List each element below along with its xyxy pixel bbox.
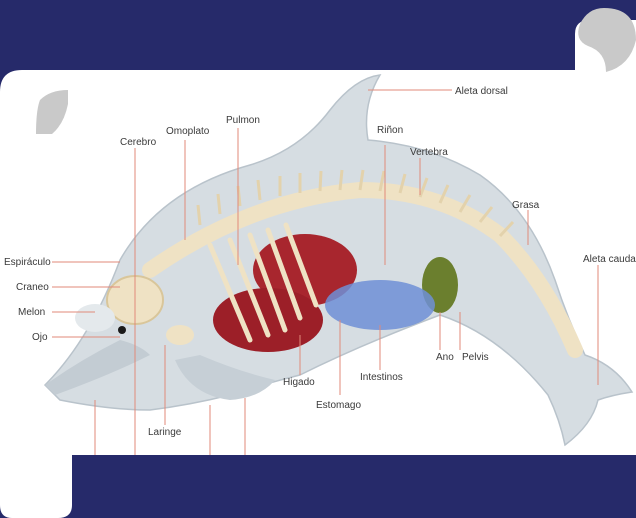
intestines xyxy=(325,280,435,330)
label-espiraculo: Espiráculo xyxy=(4,257,51,268)
label-higado: Higado xyxy=(283,377,315,388)
label-aleta-dorsal: Aleta dorsal xyxy=(455,86,508,97)
label-grasa: Grasa xyxy=(512,200,540,211)
label-ojo: Ojo xyxy=(32,332,48,343)
label-melon: Melon xyxy=(18,307,45,318)
melon xyxy=(75,304,115,332)
eye xyxy=(118,326,126,334)
label-intestinos: Intestinos xyxy=(360,372,403,383)
label-estomago: Estomago xyxy=(316,400,361,411)
larynx xyxy=(166,325,194,345)
label-vertebra: Vertebra xyxy=(410,147,448,158)
label-pelvis: Pelvis xyxy=(462,352,489,363)
label-omoplato: Omoplato xyxy=(166,126,210,137)
label-rinon: Riñon xyxy=(377,125,403,136)
label-craneo: Craneo xyxy=(16,282,49,293)
label-laringe: Laringe xyxy=(148,427,182,438)
label-cerebro: Cerebro xyxy=(120,137,157,148)
label-ano: Ano xyxy=(436,352,454,363)
label-pulmon: Pulmon xyxy=(226,115,260,126)
label-aleta-caudal: Aleta caudal xyxy=(583,254,636,265)
